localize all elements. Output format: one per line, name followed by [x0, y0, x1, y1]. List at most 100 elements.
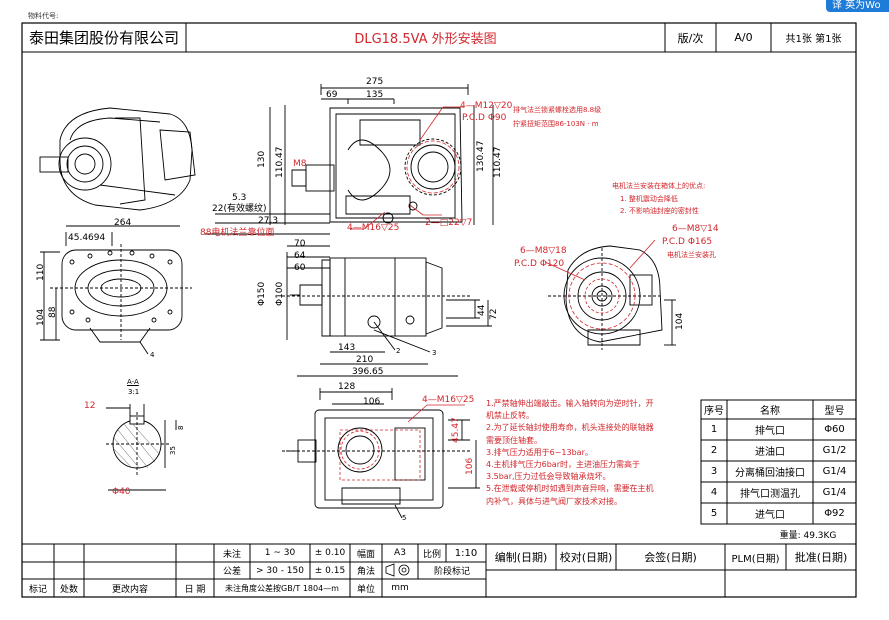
part-model: Φ60	[824, 424, 845, 435]
projection-label: 角法	[356, 567, 375, 577]
dim-106: 106	[363, 397, 381, 407]
dim-4-m16-25: 4—M16▽25	[347, 223, 400, 233]
approve-date: 批准(日期)	[794, 551, 848, 564]
dim-135: 135	[366, 90, 384, 100]
part-name: 排气口	[755, 426, 785, 437]
dim-4-m16-bottom: 4—M16▽25	[422, 395, 475, 405]
part-name: 分离桶回油接口	[735, 468, 805, 479]
dim-64: 64	[294, 251, 306, 261]
stage-label: 阶段标记	[433, 567, 470, 577]
note-line: 内补气，具体与进气阀厂家技术对接。	[486, 496, 622, 506]
col-change-content: 更改内容	[111, 584, 148, 595]
callout-5: 5	[402, 514, 407, 522]
parts-header-model: 型号	[824, 406, 845, 417]
translate-button[interactable]: 译 英为Wo	[826, 0, 889, 12]
unit-label: 单位	[356, 584, 375, 595]
dim-104-right: 104	[675, 312, 685, 330]
col-date: 日 期	[184, 584, 206, 595]
format-label: 幅面	[356, 549, 375, 560]
tol-label-1: 未注	[222, 549, 241, 560]
col-count: 处数	[59, 584, 78, 595]
section-aa-drawing	[106, 404, 177, 491]
bottom-view-drawing	[282, 388, 480, 519]
dim-m8: M8	[293, 159, 307, 169]
scale-label: 比例	[422, 549, 441, 560]
dim-143: 143	[338, 343, 356, 353]
dim-110: 110	[36, 263, 46, 281]
dim-45-47: 45.47	[451, 417, 461, 443]
part-no: 4	[710, 487, 718, 498]
front-view-drawing	[40, 225, 192, 355]
parts-header-name: 名称	[760, 406, 780, 417]
label-motor-flange-holes: 电机法兰安装孔	[667, 251, 716, 259]
tol-range-1: 1 ~ 30	[264, 548, 296, 558]
note-line: 3.5bar,压力过低会导致轴承烧坏。	[486, 472, 611, 482]
dim-d100: Φ100	[275, 281, 285, 306]
dim-d40: Φ40	[112, 487, 131, 497]
note-line: 3.排气压力适用于6~13bar。	[486, 447, 593, 457]
note-line: 需要顶住轴套。	[486, 435, 542, 445]
dim-6-m8-14: 6—M8▽14	[672, 224, 719, 234]
right-view-drawing	[548, 245, 676, 350]
dim-130-47: 130.47	[476, 140, 486, 173]
dim-69: 69	[326, 90, 338, 100]
part-name: 排气口测温孔	[740, 489, 800, 500]
dim-6-m8-18: 6—M8▽18	[520, 246, 567, 256]
part-no: 1	[710, 424, 718, 435]
countersign-date: 会签(日期)	[644, 551, 697, 564]
note-line: 2.为了延长轴封使用寿命，机头连接处的联轴器	[486, 423, 654, 433]
dim-110-47-left: 110.47	[275, 146, 285, 179]
dim-pcd165: P.C.D Φ165	[662, 237, 713, 247]
weight-label: 重量: 49.3KG	[779, 530, 837, 541]
dim-2-square-22: 2—□22▽7	[425, 218, 473, 228]
angle-tolerance-note: 未注角度公差按GB/T 1804—m	[225, 583, 339, 593]
part-no: 2	[710, 445, 718, 456]
dim-45-4694: 45.4694	[68, 233, 106, 243]
note-bolt-torque: 拧紧扭矩范围86-103N · m	[513, 120, 599, 128]
dim-104: 104	[36, 308, 46, 326]
dim-44: 44	[477, 304, 487, 316]
dim-pcd90: P.C.D Φ90	[462, 113, 507, 123]
parts-header-no: 序号	[704, 406, 724, 417]
callout-2: 2	[396, 347, 401, 355]
check-date: 校对(日期)	[559, 551, 613, 564]
part-no: 3	[710, 466, 718, 477]
material-code-label: 物料代号:	[28, 12, 59, 20]
dim-106-vertical: 106	[465, 457, 475, 475]
dim-27-3: 27.3	[258, 216, 279, 226]
section-aa-scale: 3:1	[128, 388, 140, 396]
callout-3: 3	[432, 349, 437, 357]
note-bolt-grade: 排气法兰锁紧螺栓选用8.8级	[513, 106, 602, 114]
dim-88-motor-flange: 88电机法兰靠位面	[200, 228, 275, 238]
note-line: 5.在泄载或停机时如遇到声音异响，需要在主机	[486, 484, 654, 494]
dim-5-3: 5.3	[232, 193, 247, 203]
side-view-drawing	[282, 245, 492, 377]
advantage-2: 2. 不影响油封座的密封性	[620, 207, 699, 215]
plm-date: PLM(日期)	[731, 553, 780, 565]
advantages-title: 电机法兰安装在箱体上的优点:	[612, 182, 706, 190]
part-model: Φ92	[824, 508, 845, 519]
version-value: A/0	[734, 31, 753, 44]
technical-notes: 1.严禁轴伸出端敲击。输入轴转向为逆时针，开机禁止反转。2.为了延长轴封使用寿命…	[486, 398, 696, 508]
dim-22-effective-thread: 22(有效螺纹)	[212, 204, 267, 214]
dim-12: 12	[84, 401, 96, 411]
version-label: 版/次	[677, 31, 704, 45]
projection-symbol	[385, 563, 410, 577]
dim-396-65: 396.65	[352, 367, 384, 377]
dim-70: 70	[294, 239, 306, 249]
part-model: G1/2	[822, 445, 847, 456]
note-line: 1.严禁轴伸出端敲击。输入轴转向为逆时针，开	[486, 399, 654, 408]
dim-72: 72	[489, 308, 499, 320]
note-line: 4.主机排气压力6bar时，主进油压力需高于	[486, 460, 640, 470]
dim-8: 8	[177, 425, 185, 430]
dim-110-47-right: 110.47	[493, 146, 503, 179]
part-name: 进气口	[755, 510, 785, 521]
top-view-drawing	[205, 84, 494, 235]
dim-88: 88	[48, 306, 58, 318]
dim-pcd120: P.C.D Φ120	[514, 259, 565, 269]
advantage-1: 1. 整机震动会降低	[620, 195, 678, 203]
dim-275: 275	[366, 77, 384, 87]
dim-60: 60	[294, 263, 306, 273]
drawing-title: DLG18.5VA 外形安装图	[354, 32, 497, 47]
